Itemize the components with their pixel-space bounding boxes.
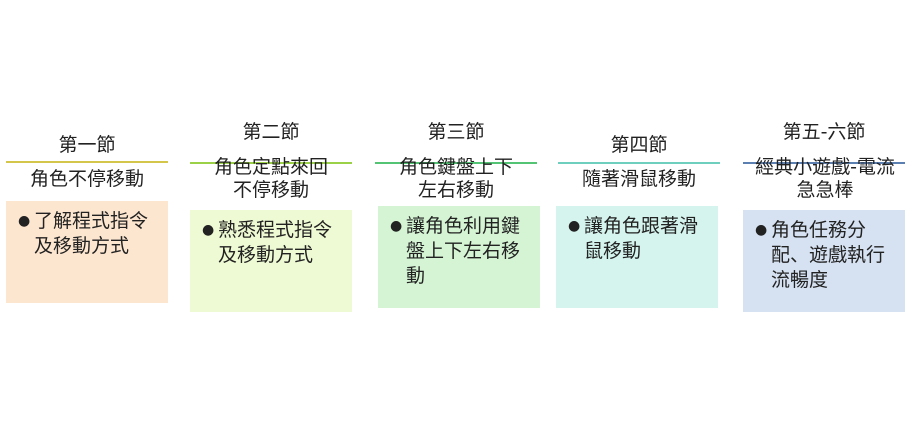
bullet-dot-icon: ● <box>390 218 403 234</box>
stage-4-title: 第四節 <box>610 134 668 156</box>
stage-3-subtitle: 角色鍵盤上下左右移動 <box>398 156 513 201</box>
stage-5-divider <box>743 162 905 164</box>
stage-2-content-box: ● 熟悉程式指令及移動方式 <box>190 210 352 312</box>
stage-4-subtitle: 隨著滑鼠移動 <box>581 168 696 190</box>
stage-1-title: 第一節 <box>58 134 116 156</box>
stage-2-subtitle: 角色定點來回不停移動 <box>213 156 328 201</box>
stage-1-subtitle: 角色不停移動 <box>29 168 144 190</box>
stage-2-bullet: ● 熟悉程式指令及移動方式 <box>202 218 342 268</box>
stage-2-bullet-text: 熟悉程式指令及移動方式 <box>218 219 333 266</box>
bullet-dot-icon: ● <box>202 222 215 238</box>
stage-3-divider <box>375 162 537 164</box>
bullet-dot-icon: ● <box>755 222 768 238</box>
stage-4-divider <box>558 162 720 164</box>
stage-1-content-box: ● 了解程式指令及移動方式 <box>6 201 168 303</box>
stage-4-bullet: ● 讓角色跟著滑鼠移動 <box>568 214 708 264</box>
stage-5-title: 第五-六節 <box>782 121 866 143</box>
stage-3-content-box: ● 讓角色利用鍵盤上下左右移動 <box>378 206 540 308</box>
bullet-dot-icon: ● <box>18 213 31 229</box>
stage-3-bullet: ● 讓角色利用鍵盤上下左右移動 <box>390 214 530 289</box>
bullet-dot-icon: ● <box>568 218 581 234</box>
stage-1-divider <box>6 161 168 163</box>
stage-4-content-box: ● 讓角色跟著滑鼠移動 <box>556 206 718 308</box>
stage-1-bullet-text: 了解程式指令及移動方式 <box>34 210 149 257</box>
stage-5-bullet-text: 角色任務分配、遊戲執行流暢度 <box>771 219 886 291</box>
stage-3-bullet-text: 讓角色利用鍵盤上下左右移動 <box>406 215 521 287</box>
stage-1-bullet: ● 了解程式指令及移動方式 <box>18 209 158 259</box>
stage-5-bullet: ● 角色任務分配、遊戲執行流暢度 <box>755 218 895 293</box>
stage-2-divider <box>190 162 352 164</box>
stage-4-bullet-text: 讓角色跟著滑鼠移動 <box>584 215 699 262</box>
stage-2-title: 第二節 <box>242 121 300 143</box>
stage-5-content-box: ● 角色任務分配、遊戲執行流暢度 <box>743 210 905 312</box>
stage-5-subtitle: 經典小遊戲-電流急急棒 <box>755 156 895 201</box>
stage-3-title: 第三節 <box>427 121 485 143</box>
